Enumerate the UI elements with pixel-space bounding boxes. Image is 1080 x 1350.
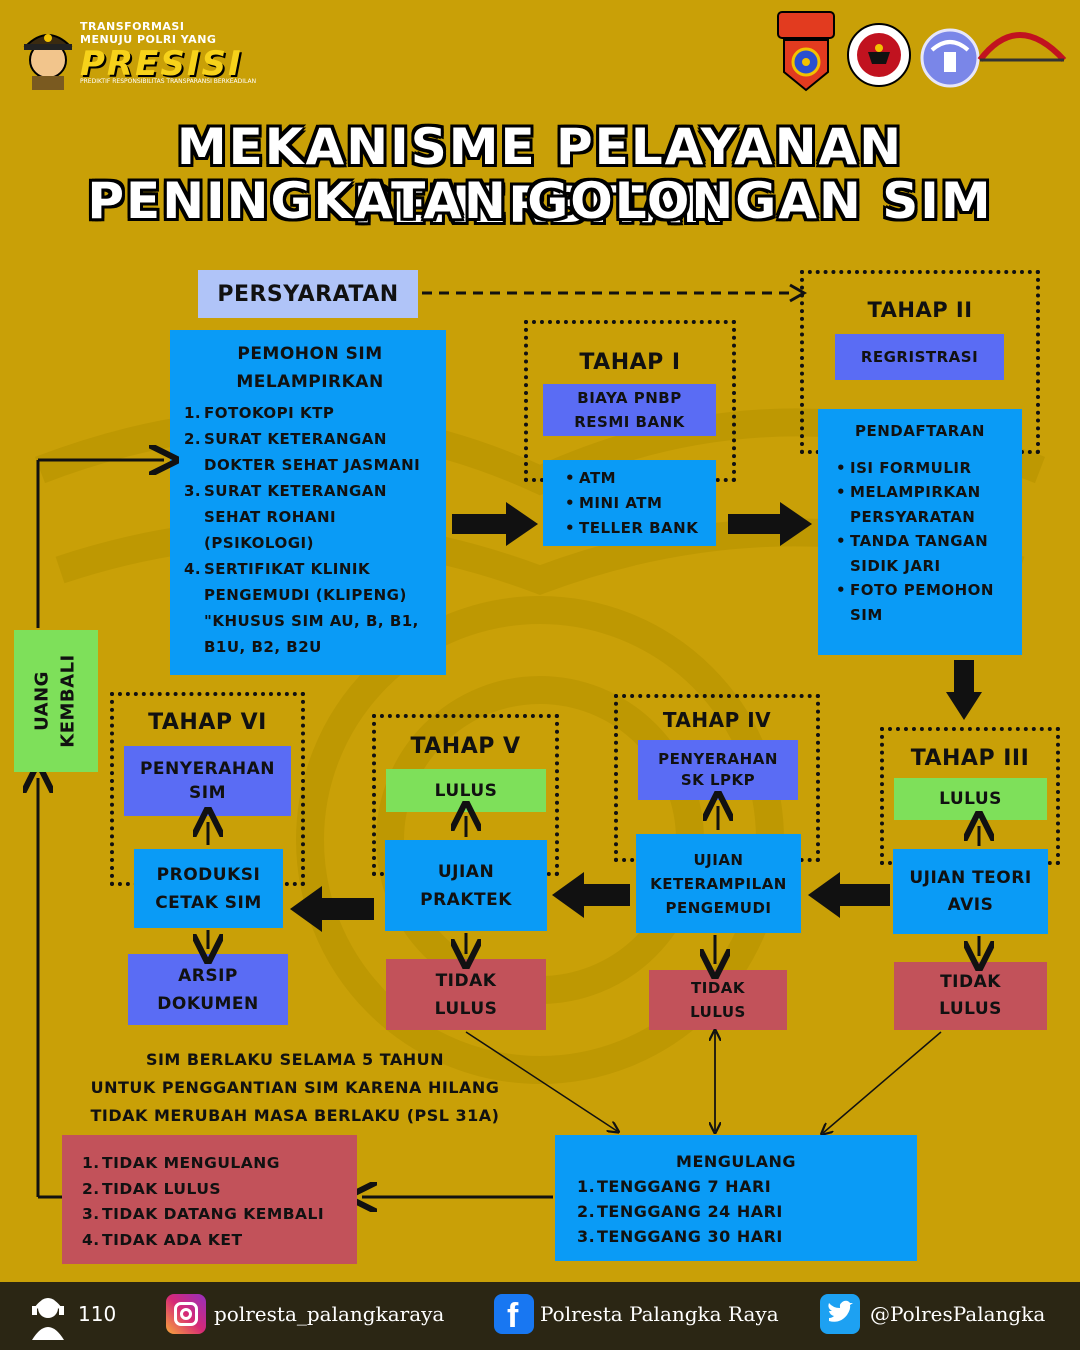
- list-item: •TELLER BANK: [564, 519, 699, 537]
- connector-arrows: [0, 0, 1080, 1282]
- list-item: •ATM: [564, 469, 617, 487]
- list-item: 2.SURAT KETERANGAN DOKTER SEHAT JASMANI: [184, 430, 421, 474]
- tahap-4-title: TAHAP IV: [662, 708, 772, 732]
- list-item: 3.TENGGANG 30 HARI: [577, 1227, 783, 1246]
- list-item: 3.TIDAK DATANG KEMBALI: [82, 1205, 325, 1223]
- page-title-line-2: PENINGKATAN GOLONGAN SIM: [87, 172, 993, 230]
- list-item: •FOTO PEMOHON SIM: [835, 581, 994, 624]
- police-mascot-icon: [23, 34, 73, 90]
- presisi-logo: TRANSFORMASI MENUJU POLRI YANG PRESISI P…: [18, 18, 278, 90]
- arrow-left-tahap3-to-tahap4: [808, 872, 890, 918]
- refund-conditions-list: 1.TIDAK MENGULANG 2.TIDAK LULUS 3.TIDAK …: [82, 1151, 357, 1253]
- arsip-dokumen-box: ARSIP DOKUMEN: [128, 954, 288, 1025]
- facebook-icon[interactable]: f: [494, 1294, 534, 1335]
- dashed-arrow-persyaratan: [422, 283, 808, 303]
- pemohon-sim-box: PEMOHON SIM MELAMPIRKAN 1.FOTOKOPI KTP 2…: [170, 330, 446, 675]
- list-item: 1.TENGGANG 7 HARI: [577, 1177, 772, 1196]
- hotline-number[interactable]: 110: [78, 1302, 117, 1326]
- pendaftaran-box: PENDAFTARAN •ISI FORMULIR •MELAMPIRKAN P…: [818, 409, 1022, 655]
- instagram-handle[interactable]: polresta_palangkaraya: [214, 1302, 445, 1326]
- polresta-badge: [774, 10, 838, 94]
- mengulang-box: MENGULANG 1.TENGGANG 7 HARI 2.TENGGANG 2…: [555, 1135, 917, 1261]
- logo-tagline: PREDIKTIF RESPONSIBILITAS TRANSPARANSI B…: [80, 78, 257, 85]
- logo-line-1: TRANSFORMASI: [80, 20, 185, 33]
- arrow-left-tahap5-to-tahap6: [290, 886, 374, 932]
- list-item: 3.SURAT KETERANGAN SEHAT ROHANI (PSIKOLO…: [184, 482, 387, 552]
- tahap-4-tidak-lulus: TIDAK LULUS: [649, 970, 787, 1030]
- twitter-handle[interactable]: @PolresPalangka: [870, 1302, 1046, 1326]
- satlantas-badge: [918, 20, 1068, 90]
- tahap-1-title: TAHAP I: [579, 350, 681, 375]
- pendaftaran-list: •ISI FORMULIR •MELAMPIRKAN PERSYARATAN •…: [832, 456, 1022, 628]
- refund-conditions-box: 1.TIDAK MENGULANG 2.TIDAK LULUS 3.TIDAK …: [62, 1135, 357, 1264]
- pemohon-requirements-list: 1.FOTOKOPI KTP 2.SURAT KETERANGAN DOKTER…: [184, 400, 436, 660]
- list-item: 4.TIDAK ADA KET: [82, 1230, 243, 1249]
- uang-kembali-box: UANG KEMBALI: [14, 630, 98, 772]
- tahap-5-tidak-lulus: TIDAK LULUS: [386, 959, 546, 1030]
- uang-kembali-label: UANG KEMBALI: [32, 654, 80, 748]
- tahap-5-title: TAHAP V: [410, 734, 521, 759]
- arrow-down-tahap2-to-tahap3: [946, 660, 982, 720]
- mengulang-list: 1.TENGGANG 7 HARI 2.TENGGANG 24 HARI 3.T…: [577, 1174, 917, 1249]
- tahap-6-title: TAHAP VI: [148, 710, 267, 735]
- tahap-3-title: TAHAP III: [910, 746, 1030, 771]
- produksi-cetak-sim-box: PRODUKSI CETAK SIM: [134, 849, 283, 928]
- payment-methods-list: •ATM •MINI ATM •TELLER BANK: [561, 466, 716, 541]
- ujian-keterampilan-box: UJIAN KETERAMPILAN PENGEMUDI: [636, 834, 801, 933]
- page-title-line-1: MEKANISME PELAYANAN PENERBITAN: [176, 118, 904, 234]
- pemohon-heading-1: PEMOHON SIM: [237, 344, 383, 364]
- ujian-teori-box: UJIAN TEORI AVIS: [893, 849, 1048, 934]
- logo-brand: PRESISI: [80, 44, 243, 84]
- instagram-icon[interactable]: [166, 1294, 206, 1334]
- persyaratan-label: PERSYARATAN: [198, 270, 418, 318]
- validity-note: SIM BERLAKU SELAMA 5 TAHUN UNTUK PENGGAN…: [90, 1050, 500, 1125]
- arrow-left-tahap4-to-tahap5: [552, 872, 630, 918]
- pemohon-heading-2: MELAMPIRKAN: [236, 372, 384, 392]
- facebook-page[interactable]: Polresta Palangka Raya: [540, 1302, 779, 1326]
- penyerahan-sk-lpkp-box: PENYERAHAN SK LPKP: [638, 740, 798, 800]
- footer-bar: 110 polresta_palangkaraya f Polresta Pal…: [0, 1282, 1080, 1350]
- tahap-2-title: TAHAP II: [867, 298, 973, 322]
- list-item: 2.TIDAK LULUS: [82, 1179, 222, 1198]
- call-center-icon: [32, 1298, 64, 1340]
- list-item: 1.TIDAK MENGULANG: [82, 1154, 280, 1172]
- biaya-pnbp-box: BIAYA PNBP RESMI BANK: [543, 384, 716, 436]
- list-item: •MELAMPIRKAN PERSYARATAN: [835, 483, 981, 526]
- payment-methods-box: •ATM •MINI ATM •TELLER BANK: [543, 460, 716, 546]
- registrasi-box: REGRISTRASI: [835, 334, 1004, 380]
- twitter-icon[interactable]: [820, 1294, 860, 1334]
- objektif-badge-icon: [847, 23, 911, 87]
- list-item: •ISI FORMULIR: [835, 458, 972, 477]
- list-item: •TANDA TANGAN SIDIK JARI: [835, 532, 989, 575]
- objektif-badge: [846, 22, 912, 88]
- penyerahan-sim-box: PENYERAHAN SIM: [124, 746, 291, 816]
- polresta-badge-icon: [777, 11, 835, 92]
- logo-line-2: MENUJU POLRI YANG: [80, 33, 217, 46]
- list-item: 4.SERTIFIKAT KLINIK PENGEMUDI (KLIPENG) …: [184, 560, 419, 656]
- pendaftaran-title: PENDAFTARAN: [855, 422, 985, 440]
- mengulang-title: MENGULANG: [676, 1152, 796, 1171]
- tahap-3-tidak-lulus: TIDAK LULUS: [894, 962, 1047, 1030]
- arrow-right-tahap1-to-tahap2: [728, 502, 812, 546]
- arrow-right-pemohon-to-tahap1: [452, 502, 538, 546]
- list-item: •MINI ATM: [564, 494, 663, 512]
- list-item: 2.TENGGANG 24 HARI: [577, 1202, 783, 1221]
- list-item: 1.FOTOKOPI KTP: [184, 404, 335, 422]
- satlantas-badge-icon: [920, 28, 1067, 88]
- ujian-praktek-box: UJIAN PRAKTEK: [385, 840, 547, 931]
